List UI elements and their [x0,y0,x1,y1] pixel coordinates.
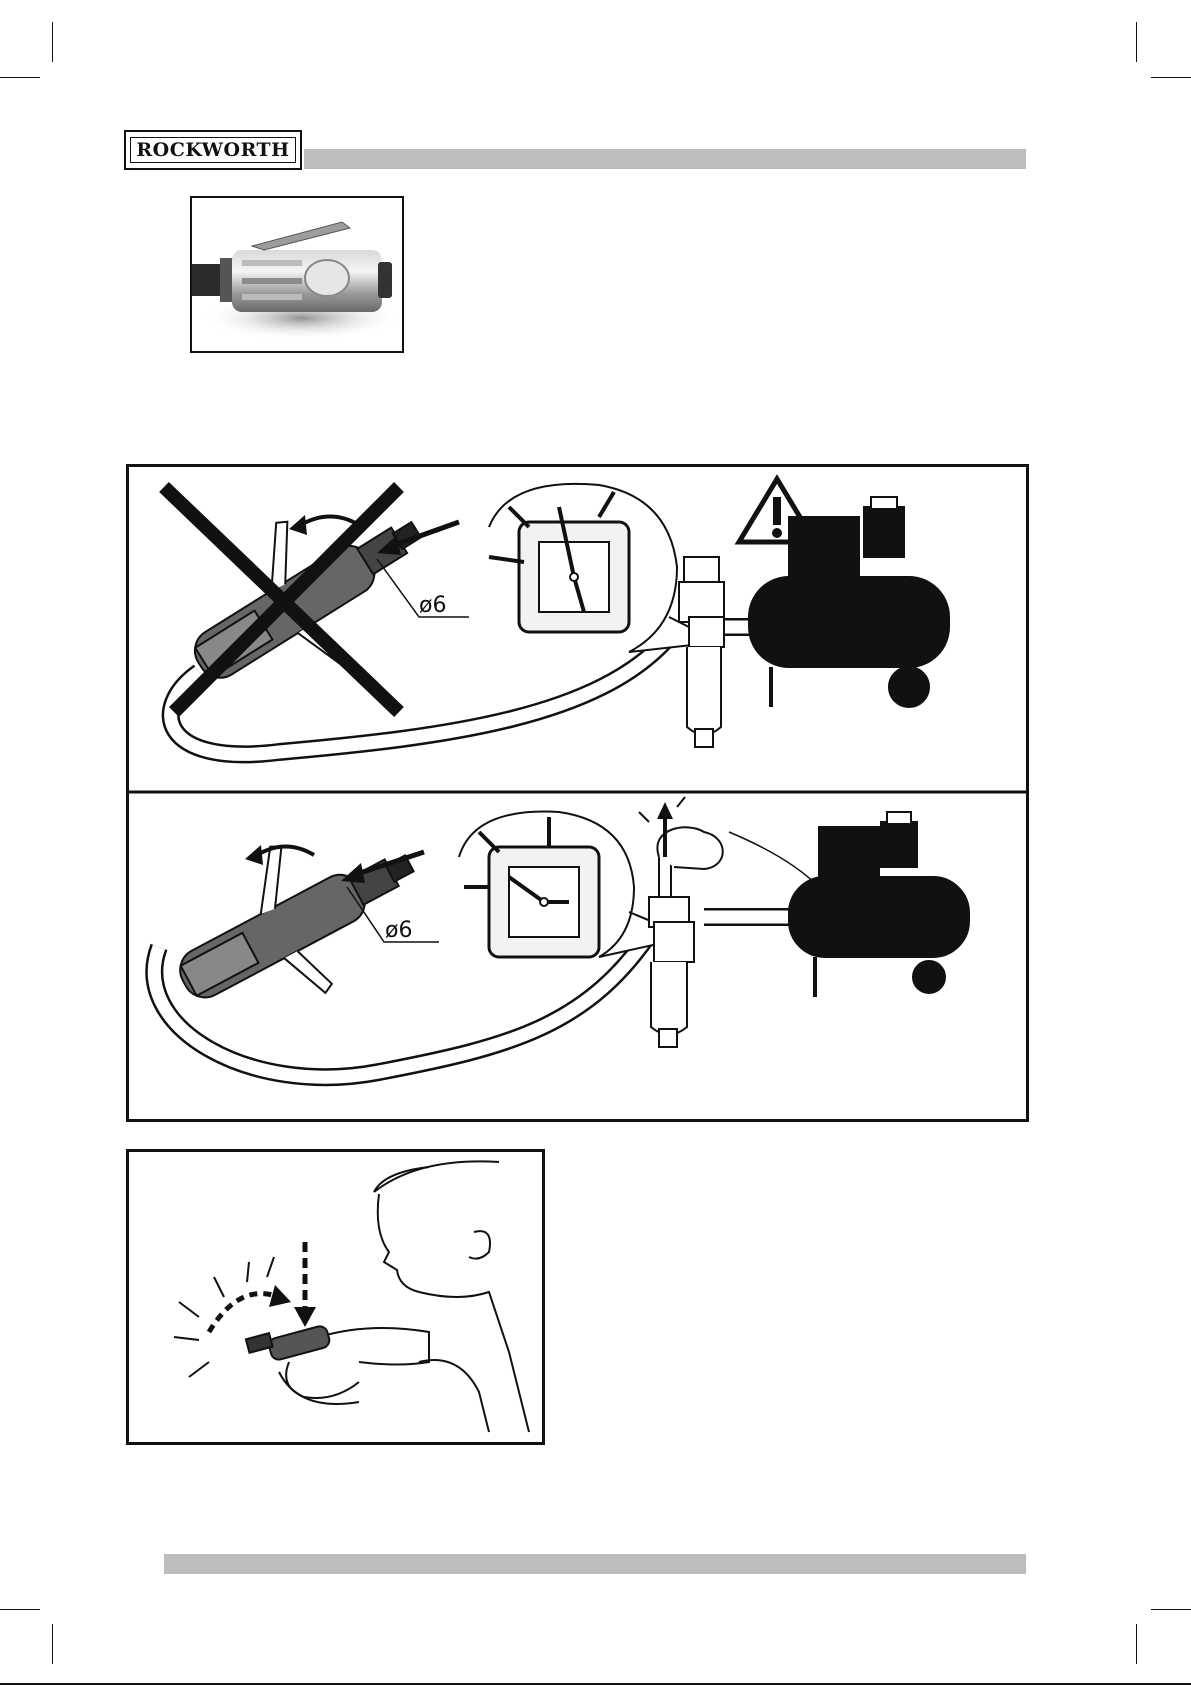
connection-diagram-frame: ø6 [126,464,1029,1122]
operator-using-grinder [129,1152,542,1442]
crop-mark [1151,1609,1191,1610]
brand-logo-frame: ROCKWORTH [130,137,295,163]
product-photo-frame [190,196,404,353]
crop-mark [1136,22,1137,62]
panel-right [147,793,969,1077]
crop-mark [1136,1624,1137,1664]
header-bar [304,149,1026,169]
crop-mark [52,1624,53,1664]
panel-wrong [157,467,949,754]
crop-mark [0,77,40,78]
footer-bar [164,1554,1026,1574]
crop-mark [0,1609,40,1610]
operator-illustration-frame [126,1149,545,1445]
crop-mark [52,22,53,62]
die-grinder-photo [192,198,402,351]
diameter-label-right: ø6 [385,918,412,943]
crop-mark [1151,77,1191,78]
brand-name: ROCKWORTH [136,139,289,161]
diameter-label-wrong: ø6 [419,593,446,618]
brand-logo: ROCKWORTH [124,130,302,170]
connection-diagram: ø6 [129,467,1026,1119]
